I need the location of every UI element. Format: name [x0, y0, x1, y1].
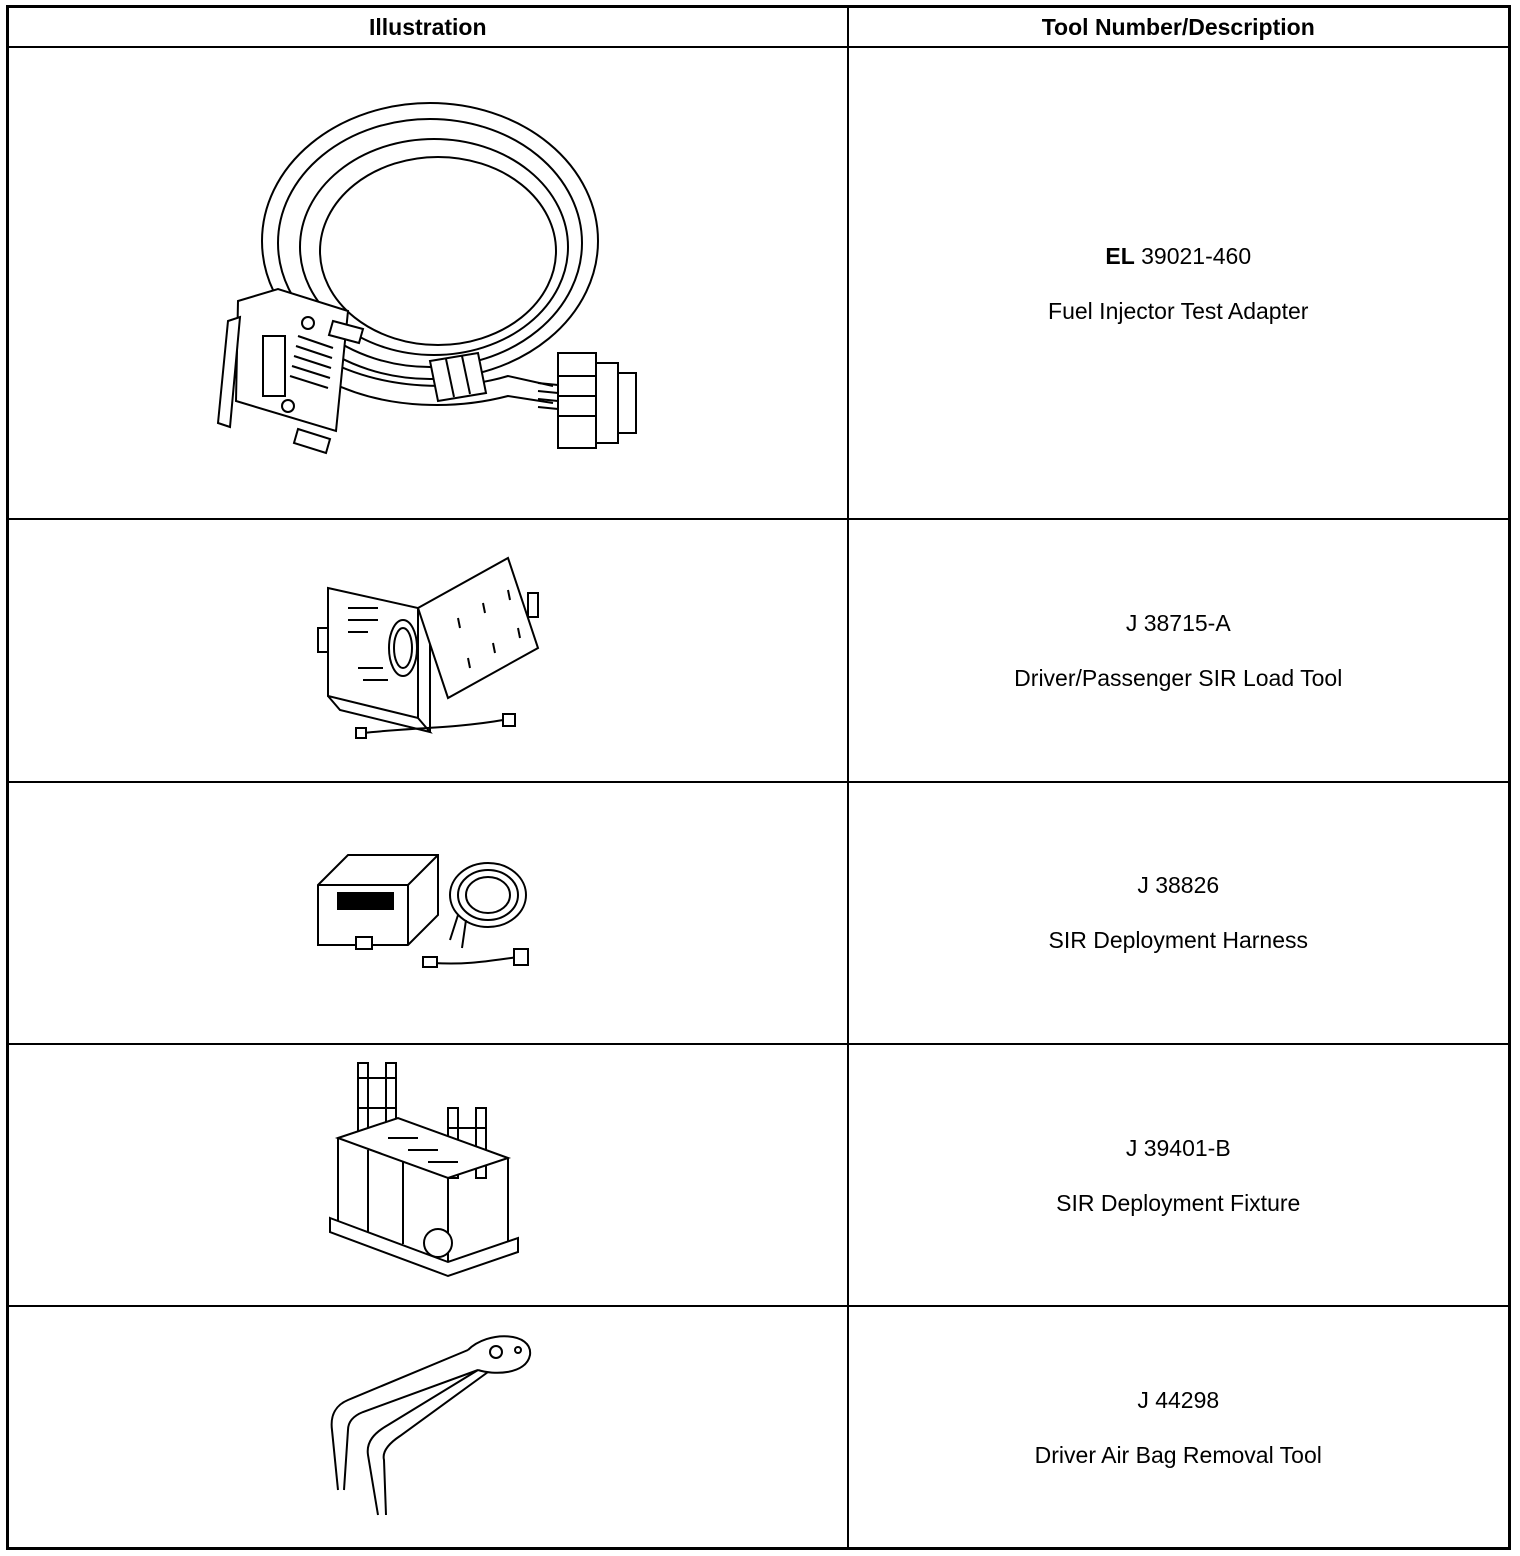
tool-cell: EL 39021-460 Fuel Injector Test Adapter	[846, 45, 1511, 521]
table-row: EL 39021-460 Fuel Injector Test Adapter	[6, 45, 1511, 521]
illustration-cell	[6, 1042, 849, 1308]
illustration-header: Illustration	[6, 5, 849, 48]
deployment-fixture-icon	[328, 1058, 528, 1288]
tool-number: J 44298	[1137, 1386, 1220, 1413]
tool-number: J 38715-A	[1125, 610, 1231, 637]
table-row: J 38826 SIR Deployment Harness	[6, 780, 1511, 1045]
tool-cell: J 39401-B SIR Deployment Fixture	[846, 1042, 1511, 1308]
tool-description: SIR Deployment Harness	[1048, 927, 1309, 954]
illustration-cell	[6, 1305, 849, 1550]
tool-number: EL 39021-460	[1105, 242, 1252, 269]
table-row: J 39401-B SIR Deployment Fixture	[6, 1042, 1511, 1308]
tool-header: Tool Number/Description	[846, 5, 1511, 48]
tool-description: Driver Air Bag Removal Tool	[1034, 1441, 1322, 1468]
tool-description: Driver/Passenger SIR Load Tool	[1014, 665, 1343, 692]
air-bag-removal-tool-icon	[318, 1330, 538, 1520]
special-tools-table: Illustration Tool Number/Description	[6, 5, 1511, 1550]
tool-description: Fuel Injector Test Adapter	[1048, 297, 1309, 324]
illustration-cell	[6, 780, 849, 1045]
deployment-harness-kit-icon	[308, 845, 548, 975]
sir-load-tool-case-icon	[308, 548, 548, 748]
illustration-cell	[6, 518, 849, 783]
tool-number: J 39401-B	[1125, 1134, 1231, 1161]
header-row: Illustration Tool Number/Description	[6, 5, 1511, 48]
tool-description: SIR Deployment Fixture	[1056, 1189, 1301, 1216]
illustration-cell	[6, 45, 849, 521]
test-adapter-cable-icon	[208, 91, 648, 471]
table-row: J 38715-A Driver/Passenger SIR Load Tool	[6, 518, 1511, 783]
tool-cell: J 38826 SIR Deployment Harness	[846, 780, 1511, 1045]
tool-cell: J 44298 Driver Air Bag Removal Tool	[846, 1305, 1511, 1550]
tool-number: J 38826	[1137, 872, 1220, 899]
tool-cell: J 38715-A Driver/Passenger SIR Load Tool	[846, 518, 1511, 783]
table-row: J 44298 Driver Air Bag Removal Tool	[6, 1305, 1511, 1550]
